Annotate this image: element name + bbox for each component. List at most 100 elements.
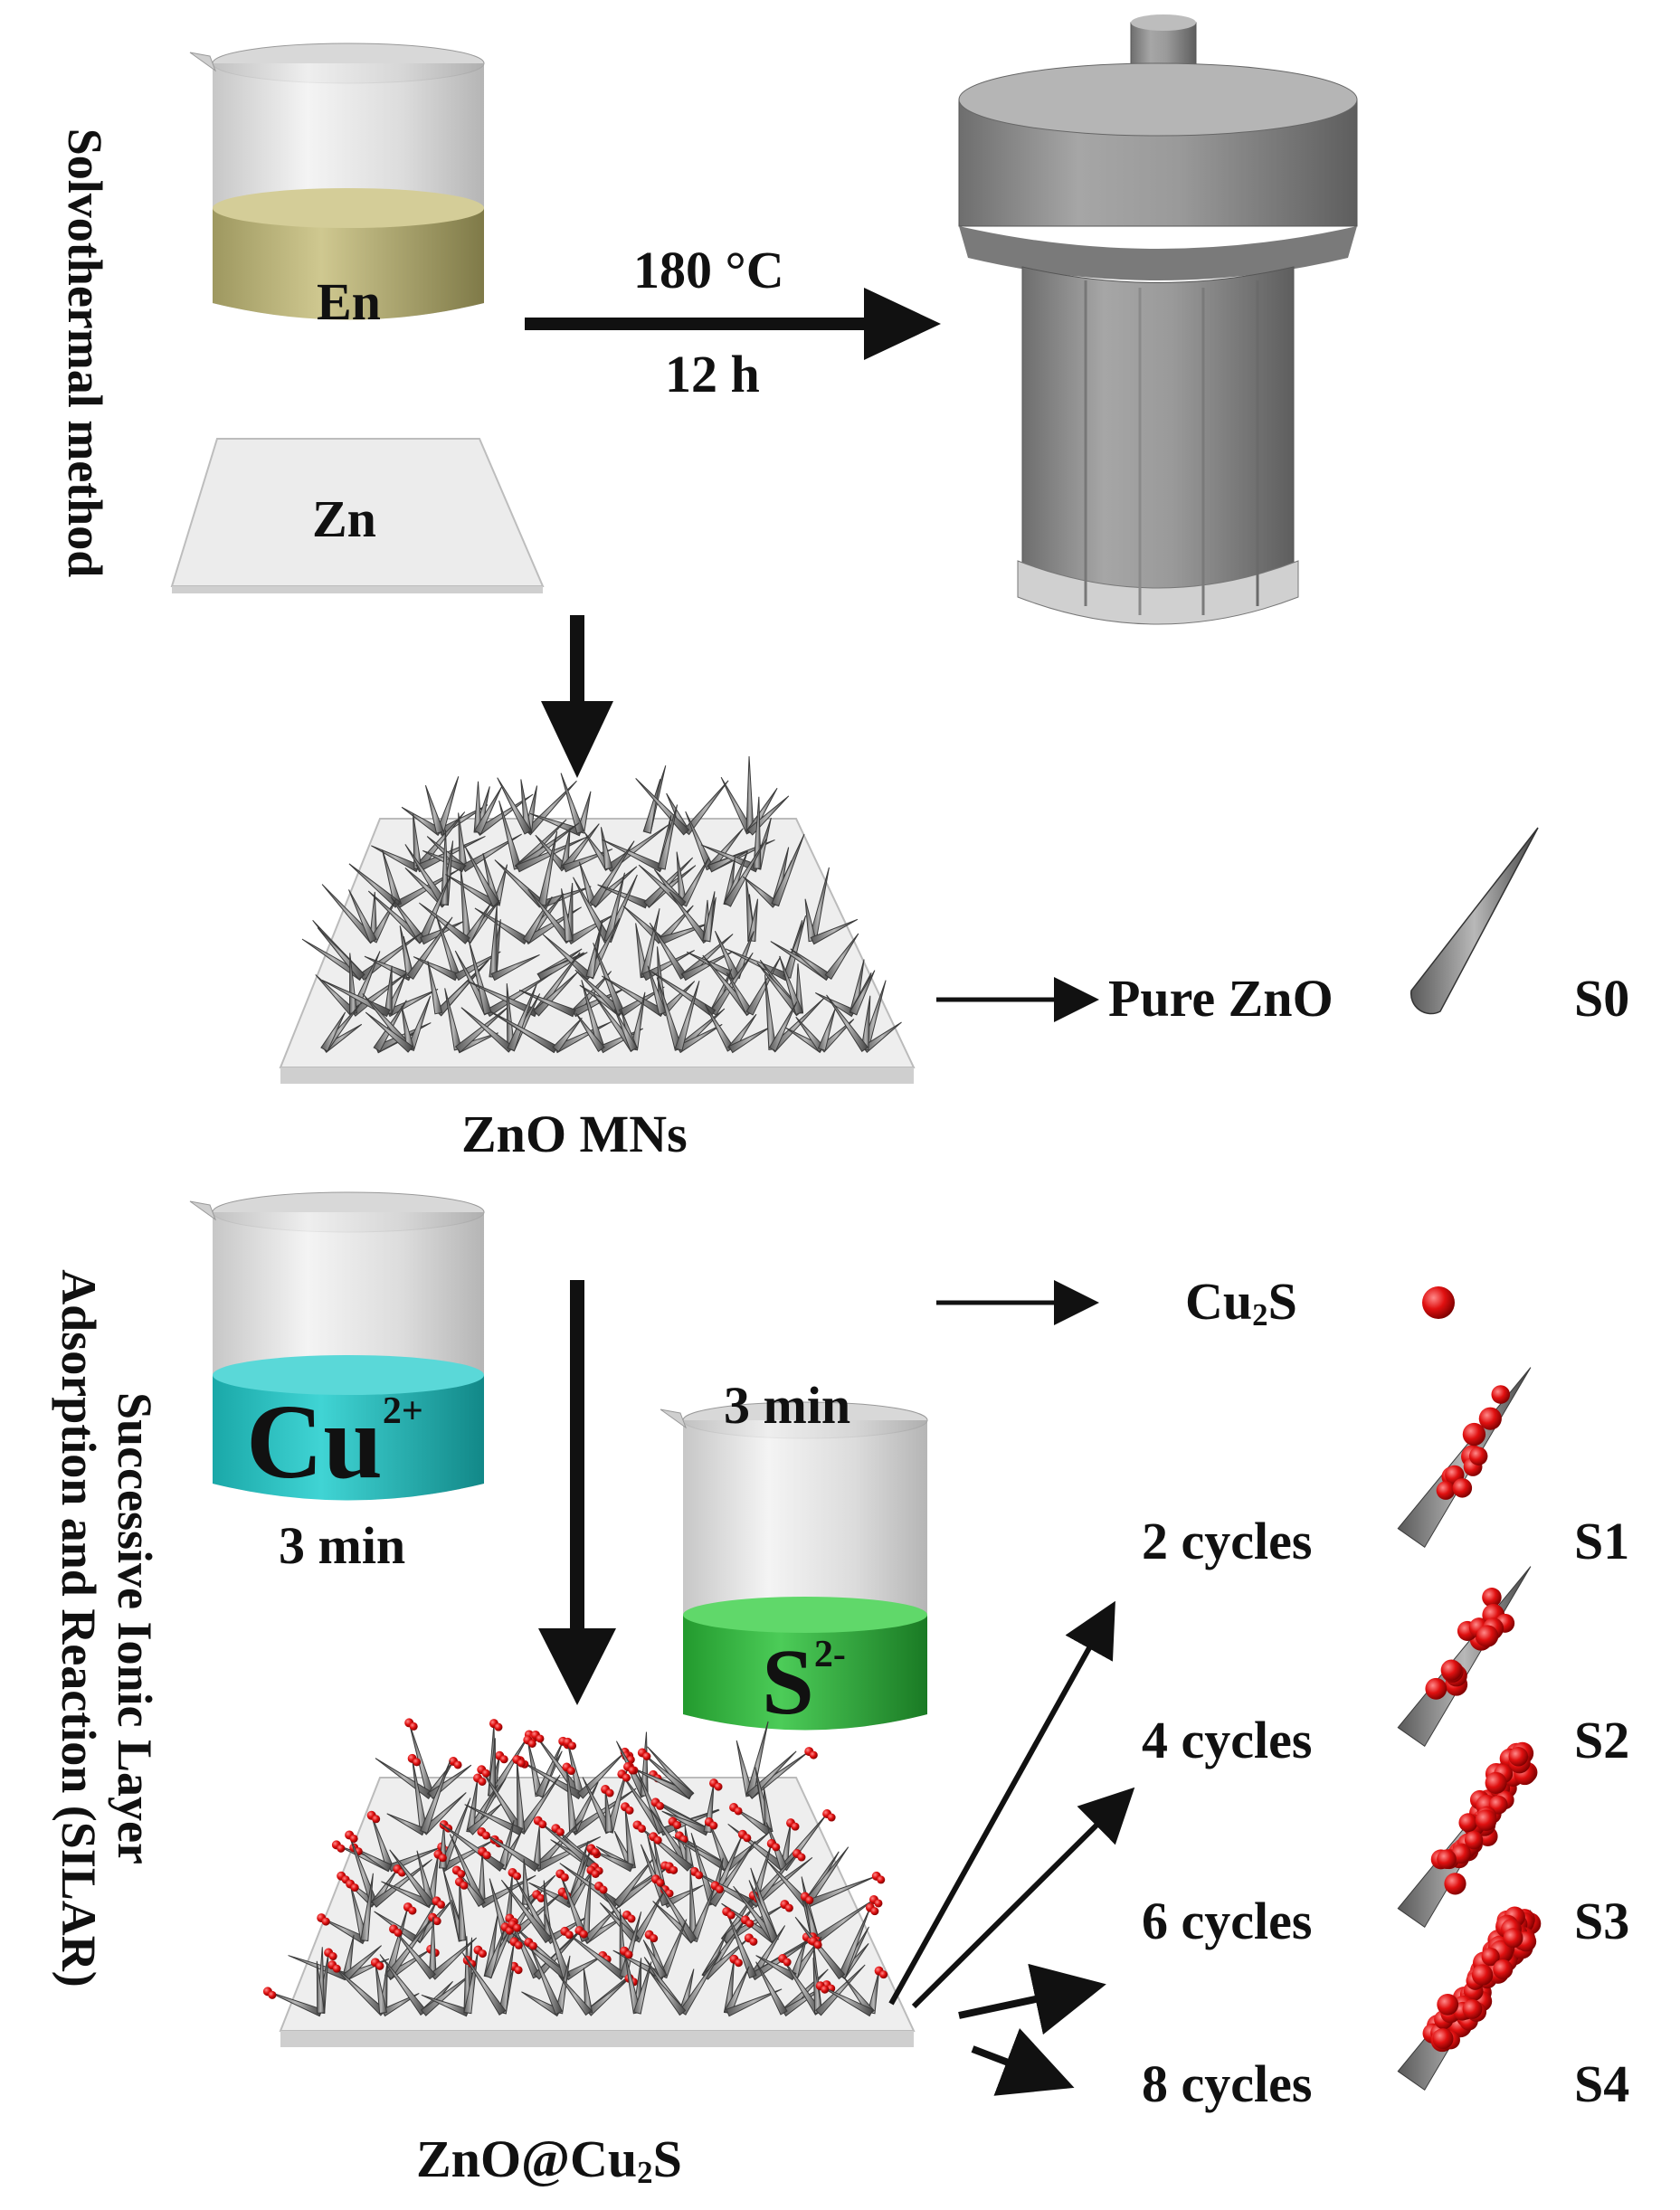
beaker-s-label: S2- (762, 1636, 846, 1730)
cu2s-particle (1493, 1959, 1514, 1980)
nanospike (755, 1961, 788, 2016)
cu2s-particle (745, 1919, 755, 1928)
nanospike (473, 786, 503, 835)
nanospike (518, 990, 576, 1018)
nanospike (527, 1941, 564, 2016)
zno-cu2s-sub: 2 (637, 2154, 653, 2190)
cu2s-particle (625, 1806, 634, 1815)
cu2s-particle (1471, 1964, 1494, 1986)
nanospike (424, 784, 444, 834)
cu2s-particle (874, 1899, 883, 1908)
nanospike (560, 773, 585, 834)
cu2s-particle (743, 1834, 752, 1843)
arrow-down-2 (538, 1280, 616, 1705)
sample-id-1: S1 (1574, 1512, 1630, 1570)
beaker-cu-label: Cu2+ (246, 1389, 423, 1495)
cu2s-particle (734, 1807, 743, 1816)
cu2s-particle (1452, 1478, 1473, 1498)
side-label-silar-line1: Successive Ionic Layer (108, 1392, 162, 1864)
nanospike (490, 953, 540, 982)
nanospike (458, 1882, 467, 1941)
cu2s-particle (695, 1871, 704, 1880)
nanospike (561, 888, 574, 943)
nanospike (427, 961, 443, 1015)
cu2s-particle (555, 1827, 565, 1836)
cu2s-particle (565, 1930, 574, 1940)
nanospike (849, 970, 876, 1016)
cu2s-particle (536, 1893, 546, 1902)
nanospike (419, 902, 470, 944)
cu2s-legend-base: Cu (1185, 1272, 1253, 1331)
nanospike (371, 1858, 432, 1908)
nanospike (824, 933, 859, 980)
cu2s-particle (653, 1835, 662, 1845)
cu2s-particle (332, 1964, 341, 1973)
cu2s-particle (494, 1722, 503, 1731)
sample-s0-label: S0 (1574, 969, 1630, 1028)
nanospike (817, 1008, 836, 1051)
nanospike (592, 1850, 634, 1873)
nanospike (632, 1961, 652, 2015)
cu2s-particle (1464, 1830, 1484, 1850)
nanospike (320, 1011, 346, 1052)
cu2s-particle (409, 1722, 418, 1731)
cu2s-particle (809, 1750, 818, 1759)
cu2s-particle (870, 1907, 879, 1916)
cu2s-particle (734, 1959, 743, 1968)
s-ion-base: S (762, 1630, 814, 1734)
sample-id-2: S2 (1574, 1711, 1630, 1769)
cu2s-particle (499, 1755, 508, 1764)
cu2s-particle (605, 1788, 614, 1797)
nanospike (420, 1760, 451, 1835)
cu2s-particle (328, 1952, 337, 1961)
cu2s-particle (1491, 1385, 1511, 1404)
nanospike (316, 1960, 326, 2014)
cu2s-particle (821, 1985, 830, 1994)
cycles-label-1: 2 cycles (1142, 1512, 1313, 1570)
s-dip-time-label: 3 min (724, 1376, 851, 1435)
nanospike (604, 1788, 614, 1833)
cu-ion-base: Cu (246, 1382, 383, 1501)
nanospike (558, 1974, 593, 2016)
zno-mns-plate (279, 756, 916, 1084)
cu2s-particle (656, 1801, 665, 1810)
cu2s-particle (1475, 1809, 1497, 1832)
cu2s-particle (372, 1815, 381, 1824)
nanospike (613, 1009, 638, 1052)
nanospike (726, 1988, 783, 2017)
cu2s-particle (413, 1758, 422, 1767)
nanospike (815, 1964, 866, 2016)
cu2s-particle (1478, 1407, 1502, 1430)
nanospike (635, 778, 690, 836)
nanospike (468, 940, 492, 1015)
cycles-label-3: 6 cycles (1142, 1892, 1313, 1950)
s-ion-charge: 2- (813, 1634, 846, 1675)
nanospike (642, 1940, 668, 1979)
zno-cu2s-prefix: ZnO@Cu (416, 2129, 638, 2188)
cu2s-particle (517, 1759, 526, 1768)
nanospike (535, 1740, 564, 1798)
cu2s-particle (321, 1917, 330, 1926)
cu2s-particle (1462, 1999, 1483, 2019)
cu2s-particle (656, 1878, 665, 1887)
nanospike (365, 1011, 413, 1053)
cu2s-particle (650, 1934, 659, 1943)
nanospike (726, 1911, 757, 1979)
side-label-silar-line2: Adsorption and Reaction (SILAR) (52, 1269, 106, 1987)
cu2s-particle (1444, 1873, 1466, 1895)
cu2s-particle (1485, 1771, 1507, 1794)
cu2s-particle (784, 1903, 793, 1912)
nanospike (641, 950, 695, 982)
nanospike (750, 1853, 798, 1908)
nanospike (612, 1856, 655, 1908)
cu2s-particle (772, 1843, 781, 1852)
nanospike (826, 994, 868, 1053)
sample-id-4: S4 (1574, 2054, 1630, 2113)
cu2s-particle (1432, 2028, 1454, 2050)
cu2s-particle (1425, 1677, 1447, 1700)
beaker-s (660, 1401, 928, 1731)
cu2s-particle (716, 1885, 725, 1894)
beaker-en (189, 43, 485, 320)
nanospike (648, 1969, 687, 2016)
